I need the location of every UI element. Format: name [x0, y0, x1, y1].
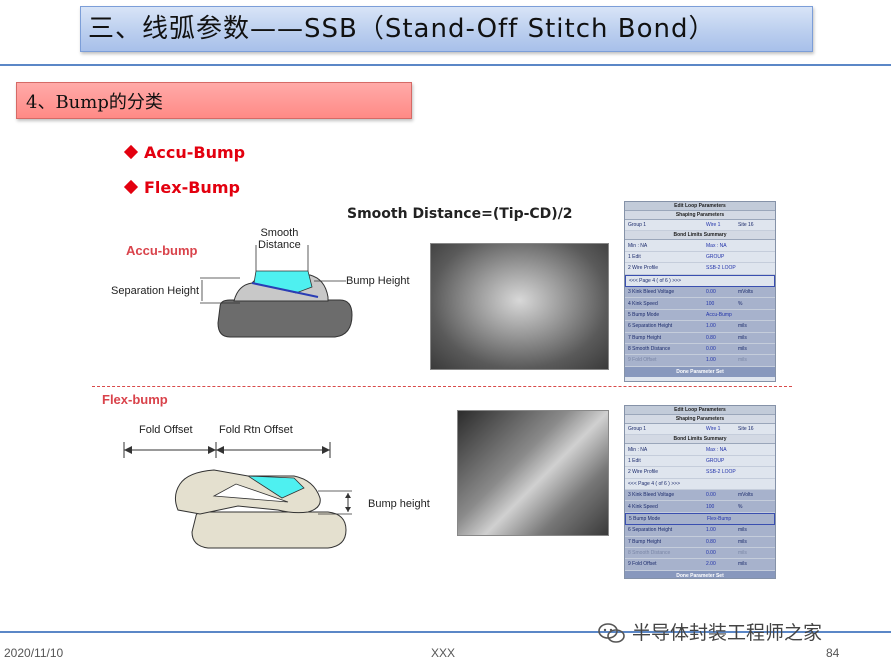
flex-parameter-panel: Edit Loop Parameters Shaping Parameters … [624, 405, 776, 579]
max-field: Max : NA [706, 446, 727, 453]
param-unit: mils [738, 346, 747, 353]
panel-subheader: Shaping Parameters [625, 415, 775, 424]
param-value: 0.00 [706, 492, 716, 499]
param-value: SSB-2 LOOP [706, 469, 736, 476]
section-divider [92, 386, 792, 387]
page-number: 84 [826, 646, 840, 660]
param-value: 1.00 [706, 357, 716, 364]
param-label: 3 Kink Bleed Voltage [628, 289, 675, 296]
param-value: GROUP [706, 253, 725, 260]
panel-header: Edit Loop Parameters [625, 406, 775, 415]
param-label: 2 Wire Profile [628, 265, 659, 272]
param-value: 1.00 [706, 323, 716, 330]
param-label: 2 Wire Profile [628, 469, 659, 476]
page-nav: <<< Page 4 ( of 6 ) >>> [628, 480, 680, 487]
group-field: Group 1 [628, 222, 647, 229]
bullet-diamond-icon [123, 179, 139, 195]
flex-bump-sem-image [457, 410, 609, 536]
param-unit: mils [738, 357, 747, 364]
fold-offset-label: Fold Offset [139, 424, 193, 436]
param-label: 8 Smooth Distance [628, 346, 671, 353]
param-unit: mils [738, 334, 747, 341]
panel-subheader: Bond Limits Summary [625, 231, 775, 241]
param-value: SSB-2 LOOP [706, 265, 736, 272]
panel-footer: Done Parameter Set [625, 570, 775, 578]
footer-divider [0, 631, 891, 633]
param-unit: mVolts [738, 492, 754, 499]
formula-text: Smooth Distance=(Tip-CD)/2 [347, 206, 573, 222]
param-label: 1 Edit [628, 253, 641, 260]
panel-subheader: Bond Limits Summary [625, 435, 775, 445]
site-field: Site 16 [738, 426, 754, 433]
param-unit: mils [738, 323, 747, 330]
accu-bump-sem-image [430, 243, 609, 370]
param-unit: % [738, 300, 743, 307]
param-value: 2.00 [706, 561, 716, 568]
min-field: Min : NA [628, 446, 648, 453]
param-label: 9 Fold Offset [628, 357, 657, 364]
fold-rtn-offset-label: Fold Rtn Offset [219, 424, 293, 436]
min-field: Min : NA [628, 242, 648, 249]
footer-center: XXX [431, 646, 456, 660]
bullet-accu-bump: Accu-Bump [144, 143, 246, 162]
section-box [16, 82, 412, 119]
site-field: Site 16 [738, 222, 754, 229]
param-value: 100 [706, 300, 715, 307]
param-unit: mVolts [738, 289, 754, 296]
smooth-distance-label: Smooth Distance [258, 227, 301, 251]
flex-bump-heading: Flex-bump [102, 392, 168, 407]
param-label: 3 Kink Bleed Voltage [628, 492, 675, 499]
param-unit: mils [738, 550, 747, 557]
slide-title: 三、线弧参数——SSB（Stand-Off Stitch Bond） [88, 14, 716, 44]
param-value: Accu-Bump [706, 311, 732, 318]
param-value: 0.80 [706, 334, 716, 341]
param-value: 0.00 [706, 550, 716, 557]
max-field: Max : NA [706, 242, 727, 249]
panel-footer: Done Parameter Set [625, 366, 775, 377]
accu-bump-diagram [200, 245, 353, 338]
param-label: 4 Kink Speed [628, 503, 658, 510]
param-value: 1.00 [706, 527, 716, 534]
wire-field: Wire 1 [706, 222, 721, 229]
param-unit: % [738, 503, 743, 510]
param-unit: mils [738, 527, 747, 534]
param-label: 4 Kink Speed [628, 300, 658, 307]
param-label: 8 Smooth Distance [628, 550, 671, 557]
param-label: 5 Bump Mode [628, 311, 660, 318]
wechat-icon [598, 623, 625, 643]
param-value: 0.00 [706, 346, 716, 353]
panel-header: Edit Loop Parameters [625, 202, 775, 211]
watermark-text: 半导体封装工程师之家 [632, 622, 823, 644]
accu-bump-heading: Accu-bump [126, 243, 198, 258]
param-unit: mils [738, 561, 747, 568]
footer-date: 2020/11/10 [4, 646, 64, 660]
section-heading: 4、Bump的分类 [26, 92, 163, 113]
param-label: 5 Bump Mode [629, 515, 661, 522]
param-value: 0.80 [706, 538, 716, 545]
param-label: 7 Bump Height [628, 538, 662, 545]
page-nav: <<< Page 4 ( of 6 ) >>> [629, 277, 681, 284]
bump-height-label: Bump Height [346, 275, 410, 287]
param-value: Flex-Bump [707, 515, 732, 522]
bullet-flex-bump: Flex-Bump [144, 178, 240, 197]
panel-subheader: Shaping Parameters [625, 211, 775, 220]
param-value: 0.00 [706, 289, 716, 296]
param-unit: mils [738, 538, 747, 545]
separation-height-label: Separation Height [111, 285, 200, 297]
title-banner [80, 6, 813, 52]
group-field: Group 1 [628, 426, 647, 433]
flex-bump-diagram [123, 442, 352, 549]
title-divider [0, 64, 891, 66]
bump-height-label-flex: Bump height [368, 498, 430, 510]
accu-parameter-panel: Edit Loop Parameters Shaping Parameters … [624, 201, 776, 382]
param-label: 7 Bump Height [628, 334, 662, 341]
param-label: 1 Edit [628, 457, 641, 464]
param-label: 9 Fold Offset [628, 561, 657, 568]
param-value: 100 [706, 503, 715, 510]
wire-field: Wire 1 [706, 426, 721, 433]
param-label: 6 Separation Height [628, 323, 673, 330]
bullet-diamond-icon [123, 144, 139, 160]
param-value: GROUP [706, 457, 725, 464]
param-label: 6 Separation Height [628, 527, 673, 534]
